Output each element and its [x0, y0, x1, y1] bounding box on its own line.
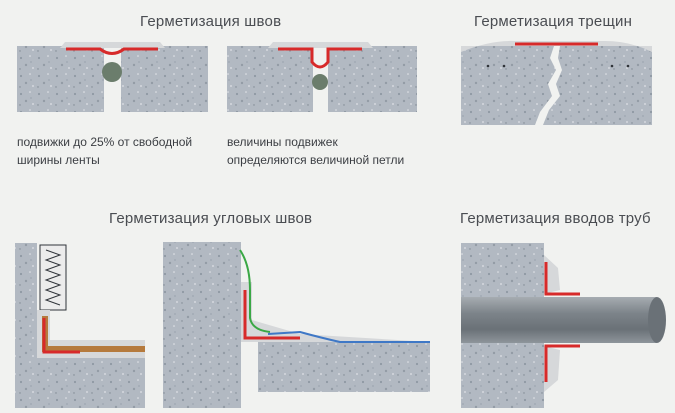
title-cracks: Герметизация трещин — [474, 13, 633, 30]
crack-detail — [461, 40, 652, 125]
concrete-block — [227, 46, 313, 112]
concrete-block — [163, 242, 241, 408]
insulation-zigzag — [44, 249, 62, 306]
sealing-tape — [243, 290, 300, 340]
sealant-layer — [461, 40, 652, 52]
concrete-block — [121, 46, 208, 112]
caption-line: ширины ленты — [17, 153, 100, 167]
blue-membrane — [267, 330, 430, 343]
sealing-tape — [66, 47, 158, 55]
floor-slab — [15, 358, 145, 408]
backing-cord — [102, 62, 122, 82]
title-seams: Герметизация швов — [140, 13, 282, 30]
sealant-layer — [268, 42, 373, 48]
corner-detail-wall-floor — [15, 243, 145, 408]
concrete-slab — [258, 342, 430, 392]
sealing-tape-loop — [278, 47, 362, 69]
sealing-tape-lower — [544, 344, 580, 382]
caption-line: подвижки до 25% от свободной — [17, 135, 193, 149]
concrete-block — [17, 46, 104, 112]
sealant-layer — [544, 346, 560, 392]
title-pipe-entries: Герметизация вводов труб — [460, 210, 651, 227]
seam-detail-cord — [17, 42, 208, 112]
pipe — [461, 297, 657, 343]
caption-line: величины подвижек — [227, 135, 338, 149]
caption-movement-loop: величины подвижек определяются величиной… — [227, 133, 404, 169]
sealant-layer — [60, 42, 165, 48]
sealant-layer — [544, 255, 560, 294]
concrete-block — [328, 46, 417, 112]
pipe-entry-detail — [461, 243, 666, 408]
sealant-layer — [241, 282, 430, 342]
sealing-tape — [42, 318, 80, 354]
caption-line: определяются величиной петли — [227, 153, 405, 167]
crack-dots — [486, 64, 630, 68]
title-corner-seams: Герметизация угловых швов — [109, 210, 313, 227]
pipe-end — [648, 297, 666, 343]
caption-movement-tape: подвижки до 25% от свободной ширины лент… — [17, 133, 192, 169]
wall-block — [15, 243, 37, 358]
backing-cord — [312, 74, 328, 90]
board-layer — [42, 316, 145, 352]
green-membrane — [239, 249, 271, 333]
seam-detail-loop — [227, 42, 417, 112]
sealing-tape-upper — [544, 262, 580, 296]
crack — [535, 46, 562, 125]
corner-detail-step — [163, 242, 430, 408]
